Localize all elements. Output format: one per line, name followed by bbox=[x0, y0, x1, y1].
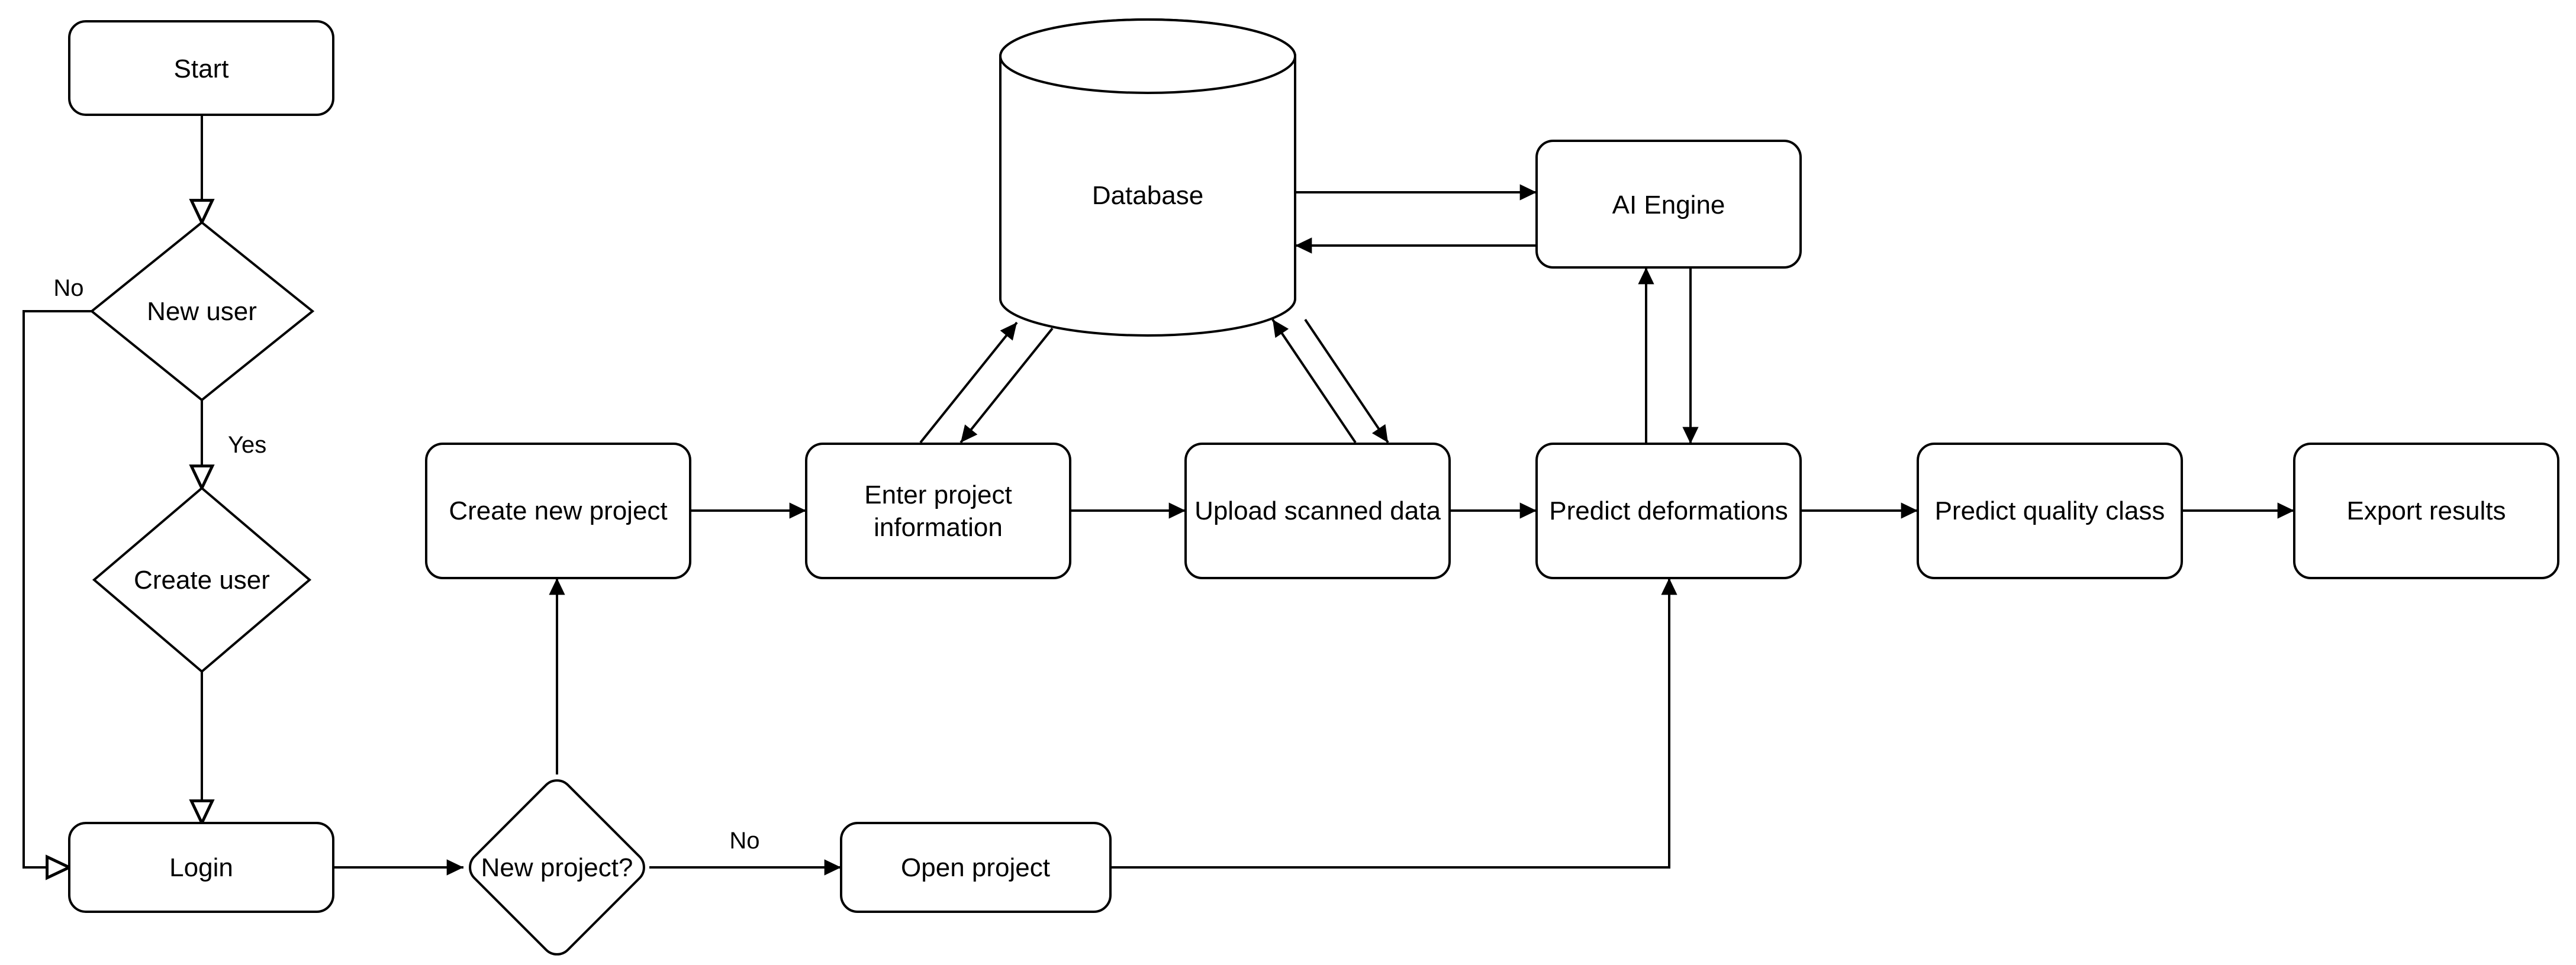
edge-enter-project-to-database bbox=[919, 321, 1018, 444]
edges-layer bbox=[22, 115, 2294, 869]
create-new-project-label: Create new project bbox=[449, 496, 667, 525]
node-database: Database bbox=[999, 18, 1296, 337]
database-top-ellipse bbox=[999, 18, 1296, 94]
predict-deformations-label: Predict deformations bbox=[1549, 496, 1788, 525]
node-predict-deformations: Predict deformations bbox=[1535, 443, 1802, 579]
edge-upload-to-database bbox=[1271, 318, 1357, 444]
edge-label-new-project-no: No bbox=[729, 828, 759, 854]
login-shape bbox=[68, 822, 334, 913]
edge-database-to-upload bbox=[1304, 318, 1389, 444]
predict-deformations-shape bbox=[1535, 443, 1802, 579]
new-project-shape bbox=[469, 779, 645, 956]
predict-quality-class-label: Predict quality class bbox=[1935, 496, 2165, 525]
predict-quality-class-shape bbox=[1917, 443, 2183, 579]
edge-database-to-enter-project bbox=[959, 327, 1054, 444]
upload-scanned-data-shape bbox=[1184, 443, 1451, 579]
node-upload-scanned-data: Upload scanned data bbox=[1184, 443, 1451, 579]
node-predict-quality-class: Predict quality class bbox=[1917, 443, 2183, 579]
node-enter-project-information: Enter project information bbox=[805, 443, 1071, 579]
node-new-user: New user bbox=[89, 221, 315, 402]
enter-project-information-label-line1: Enter project bbox=[864, 480, 1012, 509]
node-export-results: Export results bbox=[2293, 443, 2559, 579]
upload-scanned-data-label: Upload scanned data bbox=[1194, 496, 1441, 525]
login-label: Login bbox=[169, 853, 233, 882]
edge-new-user-to-login-no-loop bbox=[22, 310, 92, 867]
node-start: Start bbox=[68, 20, 334, 116]
start-shape bbox=[68, 20, 334, 116]
open-project-label: Open project bbox=[901, 853, 1050, 882]
enter-project-information-shape bbox=[805, 443, 1071, 579]
new-project-label: New project? bbox=[481, 853, 633, 882]
node-open-project: Open project bbox=[840, 822, 1112, 913]
ai-engine-label: AI Engine bbox=[1612, 191, 1725, 220]
new-user-shape bbox=[89, 221, 315, 402]
node-create-user: Create user bbox=[92, 486, 312, 673]
node-new-project: New project? bbox=[469, 779, 645, 956]
database-label: Database bbox=[1092, 181, 1203, 210]
create-user-shape bbox=[92, 486, 312, 673]
node-ai-engine: AI Engine bbox=[1535, 140, 1802, 269]
edge-labels-layer: No Yes No bbox=[53, 275, 759, 854]
create-new-project-shape bbox=[425, 443, 691, 579]
start-label: Start bbox=[174, 54, 229, 83]
node-login: Login bbox=[68, 822, 334, 913]
ai-engine-shape bbox=[1535, 140, 1802, 269]
edge-label-new-user-yes: Yes bbox=[228, 432, 266, 458]
create-user-label: Create user bbox=[134, 566, 270, 595]
export-results-shape bbox=[2293, 443, 2559, 579]
new-user-label: New user bbox=[147, 297, 257, 326]
export-results-label: Export results bbox=[2347, 496, 2506, 525]
edge-open-project-to-predict-deformations bbox=[1110, 578, 1677, 869]
enter-project-information-label-line2: information bbox=[874, 513, 1003, 542]
node-create-new-project: Create new project bbox=[425, 443, 691, 579]
edge-label-new-user-no: No bbox=[53, 275, 83, 301]
open-project-shape bbox=[840, 822, 1112, 913]
